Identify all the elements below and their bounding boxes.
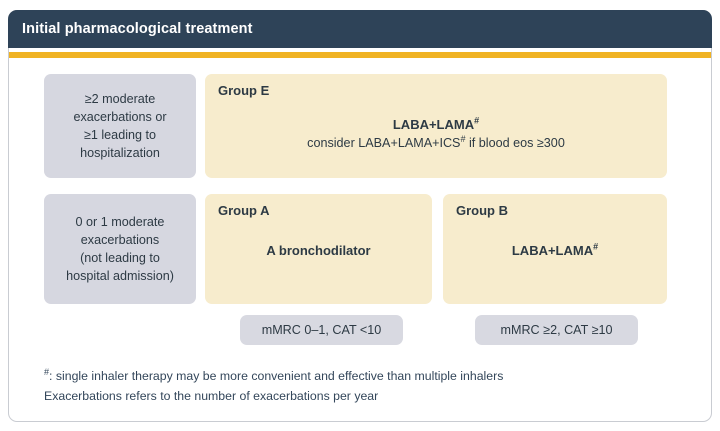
group-e-therapy: LABA+LAMA# consider LABA+LAMA+ICS# if bl… (205, 116, 667, 152)
group-a-therapy-main-text: A bronchodilator (266, 243, 371, 258)
group-box-a: Group A A bronchodilator (205, 194, 432, 304)
group-box-e: Group E LABA+LAMA# consider LABA+LAMA+IC… (205, 74, 667, 178)
group-e-therapy-main: LABA+LAMA# (205, 116, 667, 134)
group-e-therapy-sub: consider LABA+LAMA+ICS# if blood eos ≥30… (205, 134, 667, 152)
criteria-box-high-risk: ≥2 moderate exacerbations or ≥1 leading … (44, 74, 196, 178)
page-title: Initial pharmacological treatment (22, 21, 253, 37)
symptom-criteria-pill-b: mMRC ≥2, CAT ≥10 (475, 315, 638, 345)
group-a-therapy-main: A bronchodilator (205, 242, 432, 260)
footnote-marker-icon: # (474, 115, 480, 126)
group-b-therapy-main-text: LABA+LAMA (511, 243, 594, 258)
group-a-therapy: A bronchodilator (205, 242, 432, 260)
criteria-text-high-risk: ≥2 moderate exacerbations or ≥1 leading … (73, 92, 167, 160)
accent-rule (9, 52, 711, 58)
figure-title-bar: Initial pharmacological treatment (8, 10, 712, 48)
group-label-b: Group B (456, 203, 508, 218)
group-e-therapy-sub-post: if blood eos ≥300 (465, 136, 565, 150)
group-label-a: Group A (218, 203, 270, 218)
group-e-therapy-main-text: LABA+LAMA (392, 117, 475, 132)
symptom-criteria-text-b: mMRC ≥2, CAT ≥10 (500, 323, 613, 337)
criteria-text-low-risk: 0 or 1 moderate exacerbations (not leadi… (66, 215, 174, 283)
group-b-therapy-main: LABA+LAMA# (443, 242, 667, 260)
footnote-line-1: #: single inhaler therapy may be more co… (44, 366, 504, 385)
symptom-criteria-pill-a: mMRC 0–1, CAT <10 (240, 315, 403, 345)
footnote-marker-icon: # (460, 133, 466, 144)
criteria-box-low-risk: 0 or 1 moderate exacerbations (not leadi… (44, 194, 196, 304)
footnote-line-1-text: : single inhaler therapy may be more con… (49, 369, 504, 383)
group-box-b: Group B LABA+LAMA# (443, 194, 667, 304)
group-e-therapy-sub-pre: consider LABA+LAMA+ICS (307, 136, 461, 150)
symptom-criteria-text-a: mMRC 0–1, CAT <10 (261, 323, 382, 337)
group-b-therapy: LABA+LAMA# (443, 242, 667, 260)
footnote-marker-icon: # (44, 366, 50, 377)
footnote-line-2: Exacerbations refers to the number of ex… (44, 389, 379, 403)
group-label-e: Group E (218, 83, 270, 98)
footnote-marker-icon: # (593, 241, 599, 252)
